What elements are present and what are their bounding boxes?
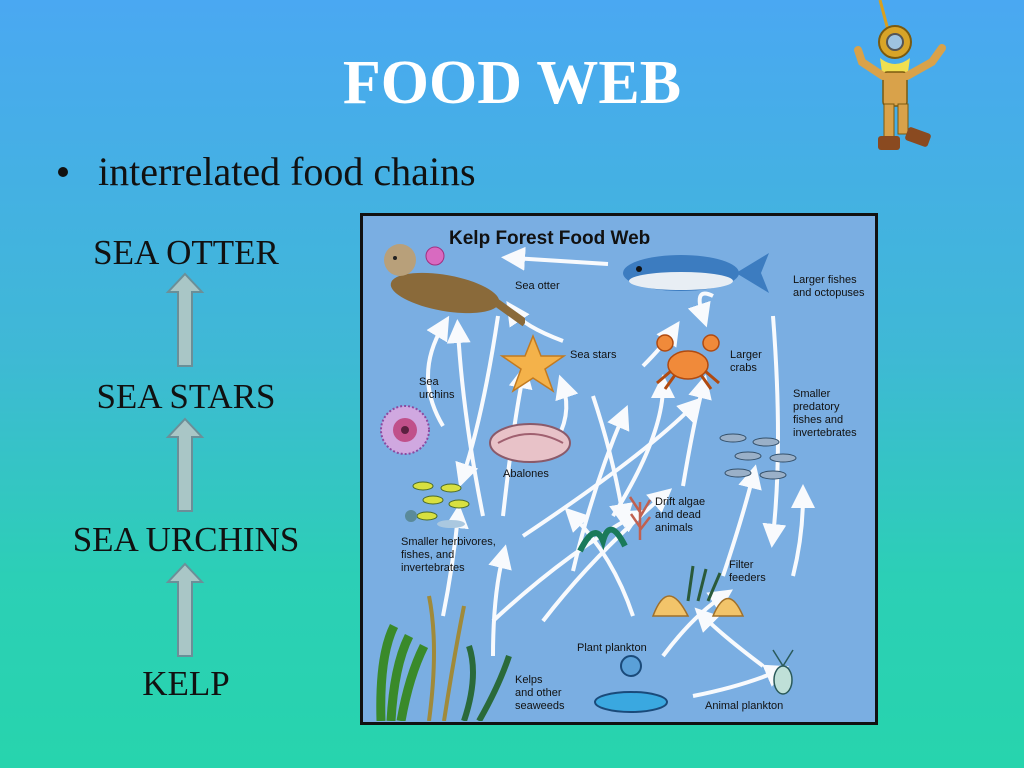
label-smaller-predatory: Smaller predatory fishes and invertebrat… <box>793 388 857 439</box>
label-sea-stars: Sea stars <box>570 349 617 361</box>
chain-label-sea-urchins: SEA URCHINS <box>72 520 300 559</box>
label-kelps: Kelps and other seaweeds <box>515 674 565 712</box>
diver-icon <box>850 0 960 165</box>
label-plant-plankton: Plant plankton <box>577 642 647 654</box>
sea-star-icon <box>499 334 567 393</box>
sea-urchin-icon <box>380 405 430 455</box>
plant-plankton-icon <box>594 655 668 713</box>
animal-plankton-icon <box>772 649 794 695</box>
small-fish-school-icon <box>719 433 797 480</box>
bullet-point: interrelated food chains <box>58 148 476 195</box>
label-filter-feeders: Filter feeders <box>729 559 766 584</box>
chain-label-kelp: KELP <box>142 664 230 703</box>
algae-icon <box>577 526 628 553</box>
dead-animal-icon <box>628 496 652 540</box>
label-sea-urchins: Sea urchins <box>419 376 455 401</box>
kelp-icon <box>376 595 512 721</box>
label-abalones: Abalones <box>503 468 549 480</box>
crab-icon <box>656 334 720 390</box>
sea-otter-icon <box>384 244 525 327</box>
up-arrow-icon <box>165 562 205 657</box>
filter-feeder-shell-icon <box>651 565 745 617</box>
bullet-text: interrelated food chains <box>98 149 476 194</box>
chain-label-sea-otter: SEA OTTER <box>93 233 279 272</box>
diagram-title: Kelp Forest Food Web <box>449 228 651 249</box>
label-drift-algae: Drift algae and dead animals <box>655 496 706 534</box>
kelp-food-web-diagram: Kelp Forest Food Web <box>360 213 878 725</box>
up-arrow-icon <box>165 417 205 512</box>
label-larger-crabs: Larger crabs <box>730 349 762 374</box>
up-arrow-icon <box>165 272 205 367</box>
label-sea-otter: Sea otter <box>515 280 560 292</box>
herbivore-fish-icon <box>405 481 470 528</box>
bullet-dot-icon <box>58 166 68 177</box>
label-smaller-herbivores: Smaller herbivores, fishes, and inverteb… <box>401 536 496 574</box>
chain-label-sea-stars: SEA STARS <box>96 377 276 416</box>
label-animal-plankton: Animal plankton <box>705 700 784 712</box>
larger-fish-icon <box>623 253 769 293</box>
slide-title: FOOD WEB <box>342 49 682 117</box>
abalone-icon <box>489 423 571 463</box>
label-larger-fishes: Larger fishes and octopuses <box>793 274 865 299</box>
